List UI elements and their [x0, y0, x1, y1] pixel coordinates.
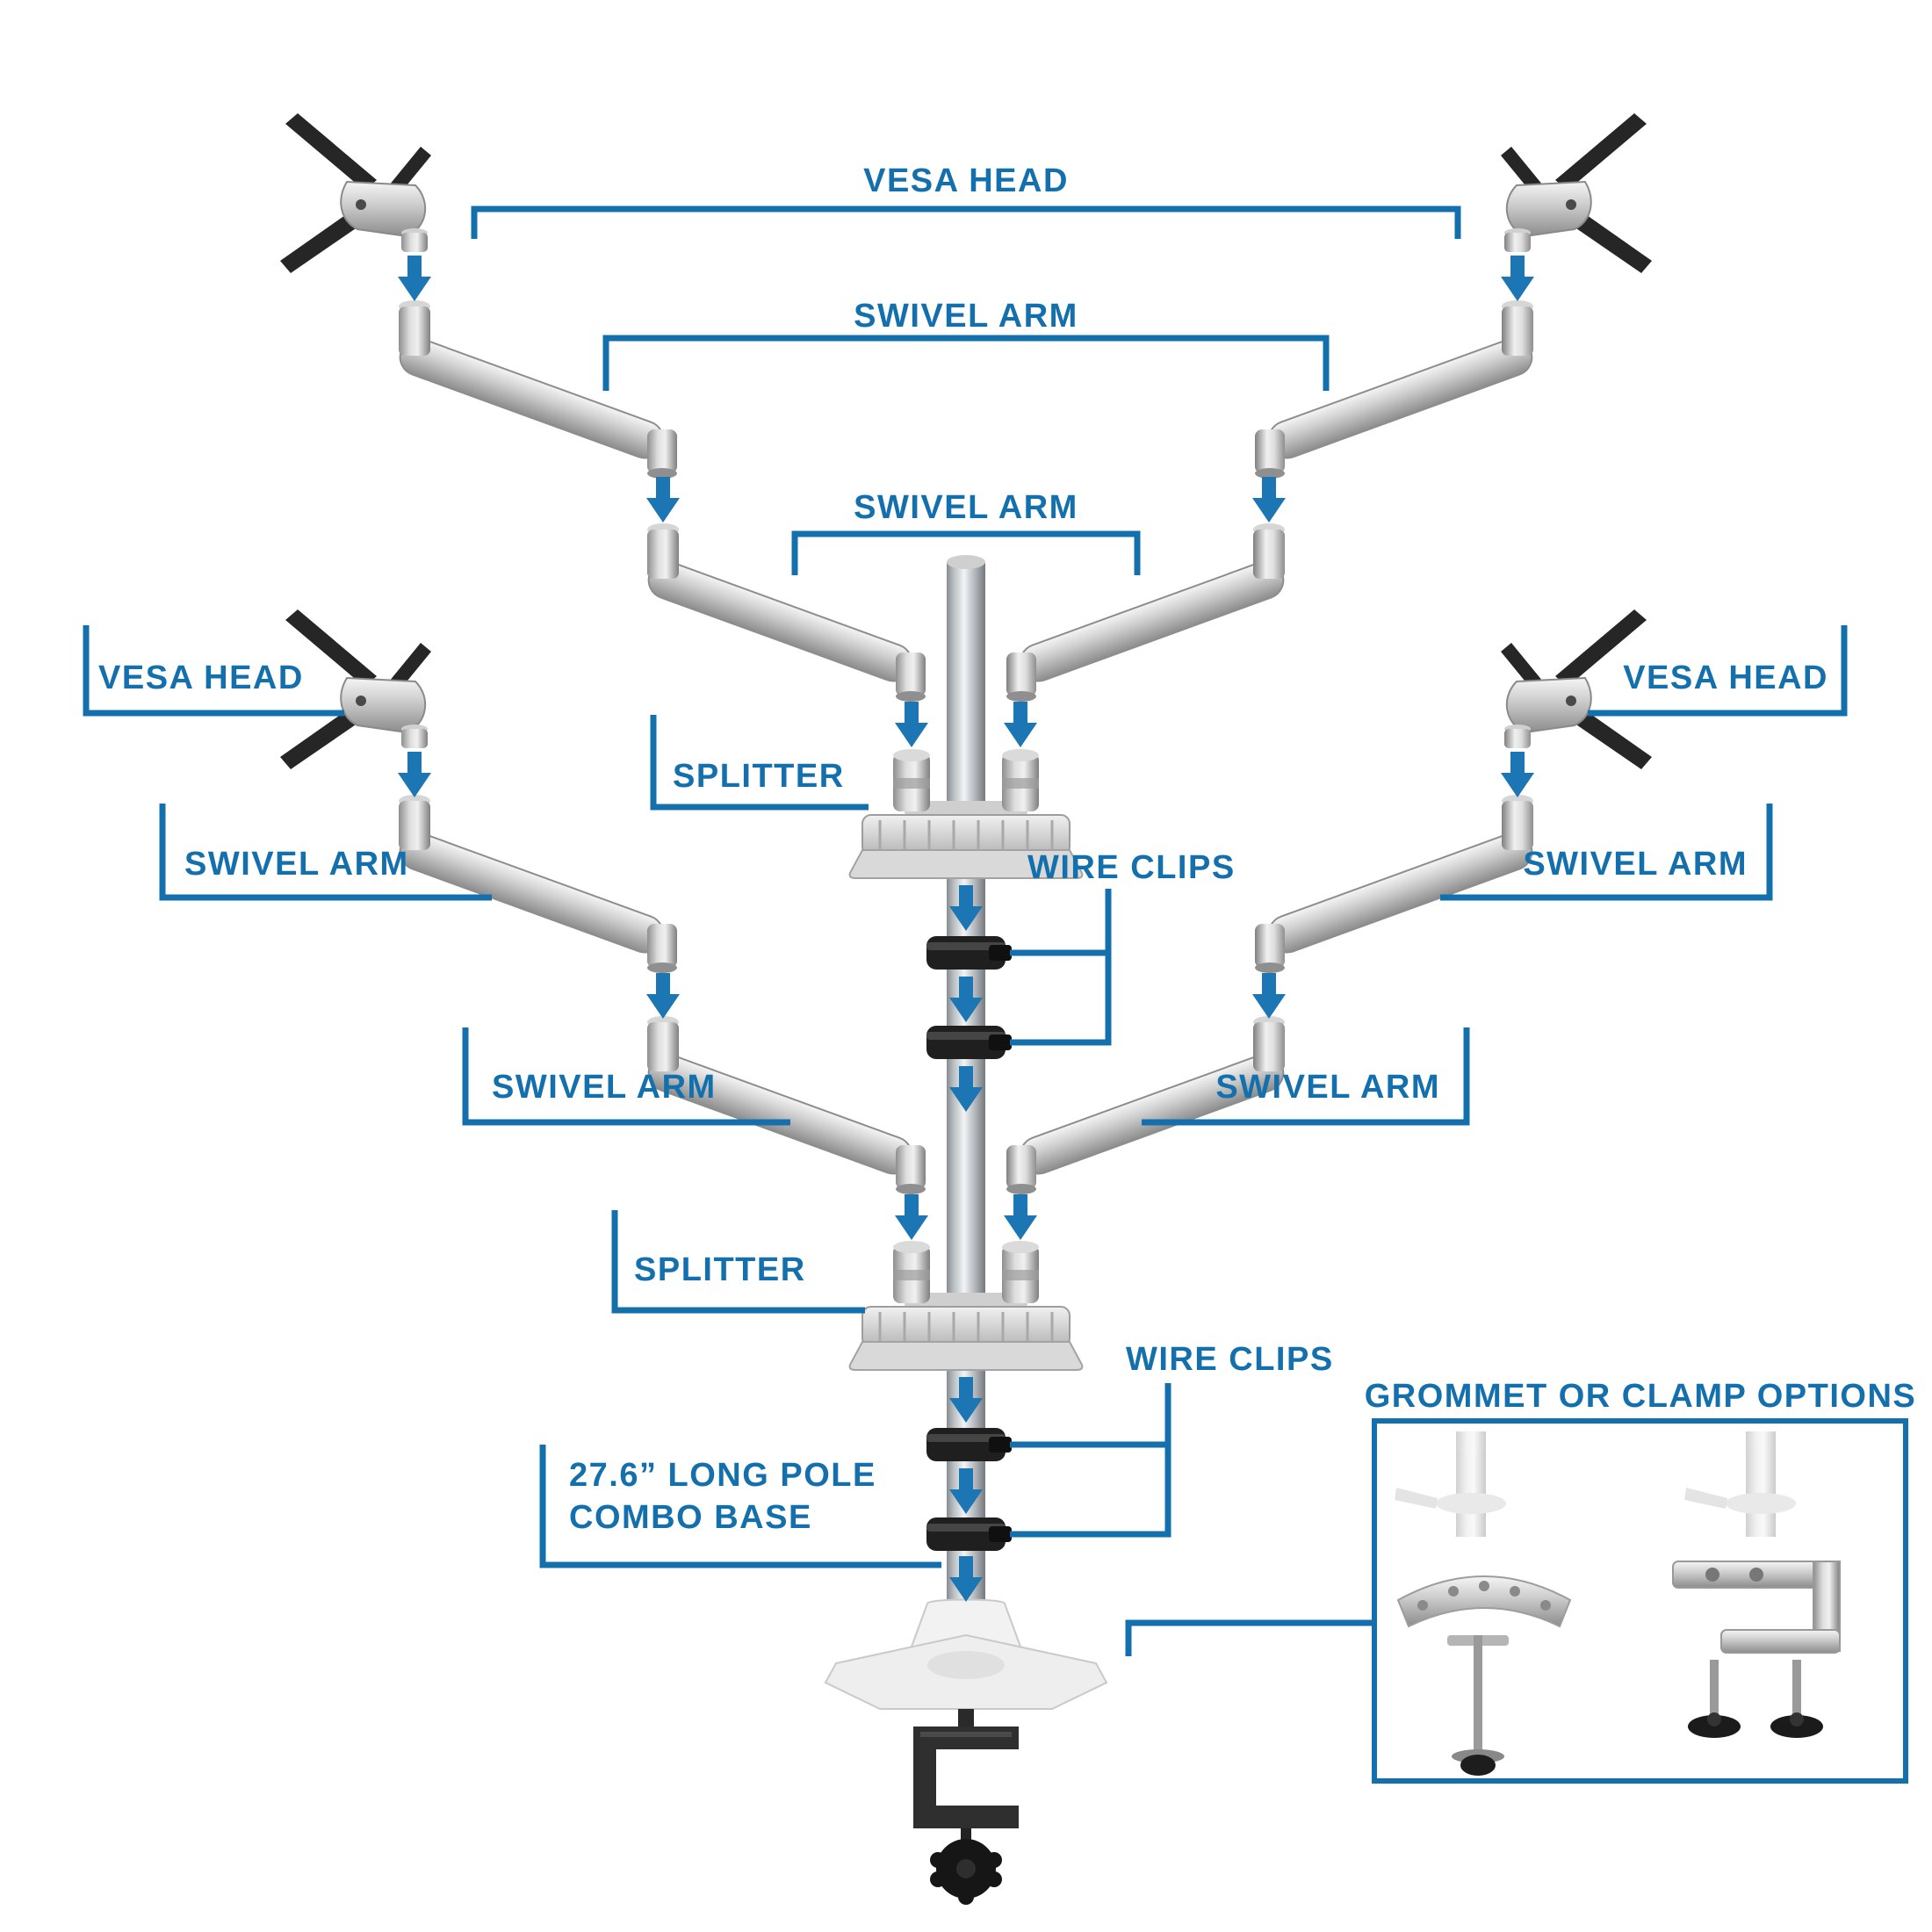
arrow-down-icon — [1252, 477, 1286, 523]
vesa-head-top-left — [279, 112, 432, 274]
label-wire-clips-upper: WIRE CLIPS — [1027, 849, 1236, 886]
leader-swivel-arm-inner — [791, 530, 1141, 575]
arrow-down-icon — [895, 702, 928, 747]
label-pole-base-line1: 27.6” LONG POLE — [569, 1457, 876, 1494]
swivel-arm-top-right-outer — [1255, 300, 1537, 479]
splitter-lower-receiver-right — [1002, 1241, 1039, 1303]
leader-swivel-arm-low-left — [462, 1027, 790, 1126]
arrow-down-icon — [646, 477, 680, 523]
label-swivel-arm-outer: SWIVEL ARM — [854, 298, 1078, 335]
label-wire-clips-lower: WIRE CLIPS — [1126, 1341, 1334, 1378]
label-swivel-arm-low-right: SWIVEL ARM — [1215, 1069, 1440, 1106]
arrow-down-icon — [398, 256, 431, 301]
swivel-arm-top-left-inner — [644, 523, 926, 702]
swivel-arm-top-left-outer — [395, 300, 677, 479]
label-pole-base-line2: COMBO BASE — [569, 1499, 812, 1536]
label-vesa-head-top: VESA HEAD — [863, 162, 1069, 199]
arrow-down-icon — [1004, 1194, 1037, 1240]
label-options-title: GROMMET OR CLAMP OPTIONS — [1365, 1378, 1917, 1415]
vesa-head-top-right — [1500, 112, 1653, 274]
leader-options-box — [1125, 1619, 1374, 1656]
label-swivel-arm-inner: SWIVEL ARM — [854, 489, 1078, 526]
arrow-down-icon — [1501, 256, 1534, 301]
splitter-upper-receiver-left — [893, 749, 930, 811]
leader-swivel-arm-mid-left — [159, 804, 492, 901]
leader-vesa-head-top — [471, 205, 1461, 239]
clamp-bracket-option — [1672, 1561, 1841, 1654]
label-swivel-arm-mid-left: SWIVEL ARM — [184, 846, 409, 883]
splitter-lower-receiver-left — [893, 1241, 930, 1303]
leader-vesa-head-left — [83, 625, 344, 717]
labels: VESA HEAD SWIVEL ARM SWIVEL ARM VESA HEA… — [98, 162, 1917, 1536]
swivel-arm-mid-right-outer — [1255, 795, 1537, 973]
grommet-option-faded — [1395, 1431, 1506, 1537]
arrow-down-icon — [398, 752, 431, 797]
swivel-arm-top-right-inner — [1006, 523, 1288, 702]
vesa-plate-option — [1396, 1575, 1572, 1628]
splitter-upper-receiver-right — [1002, 749, 1039, 811]
label-swivel-arm-mid-right: SWIVEL ARM — [1523, 846, 1748, 883]
wire-clip-4 — [926, 1517, 1012, 1551]
label-vesa-head-right: VESA HEAD — [1623, 660, 1828, 696]
label-vesa-head-left: VESA HEAD — [98, 660, 304, 696]
wire-clip-1 — [926, 936, 1012, 970]
arrow-down-icon — [895, 1194, 928, 1240]
splitter-lower — [848, 1291, 1084, 1372]
label-swivel-arm-low-left: SWIVEL ARM — [492, 1069, 717, 1106]
swivel-arm-mid-left-outer — [395, 795, 677, 973]
leader-lines — [83, 205, 1848, 1656]
combo-base — [824, 1598, 1108, 1710]
clamp-knobs-option — [1688, 1660, 1823, 1738]
clamp-option-faded — [1684, 1431, 1796, 1537]
leader-wire-clips-upper — [1010, 889, 1112, 1046]
clamp-knob — [930, 1839, 1002, 1905]
leader-swivel-arm-outer — [602, 335, 1330, 391]
label-splitter-lower: SPLITTER — [634, 1251, 806, 1288]
desk-clamp — [913, 1709, 1019, 1905]
arrow-down-icon — [1004, 702, 1037, 747]
wire-clip-3 — [926, 1428, 1012, 1461]
grommet-screw-option — [1447, 1635, 1509, 1776]
leader-splitter-lower — [611, 1210, 865, 1314]
leader-swivel-arm-mid-right — [1440, 804, 1773, 901]
leader-pole-base — [539, 1445, 941, 1568]
label-splitter-upper: SPLITTER — [673, 758, 845, 795]
leader-wire-clips-lower — [1010, 1383, 1171, 1538]
arrow-down-icon — [646, 973, 680, 1019]
wire-clip-2 — [926, 1026, 1012, 1059]
leader-swivel-arm-low-right — [1142, 1027, 1470, 1126]
leader-vesa-head-right — [1588, 625, 1848, 717]
arrow-down-icon — [1252, 973, 1286, 1019]
arrow-down-icon — [1501, 752, 1534, 797]
options-box — [1372, 1418, 1908, 1784]
leader-splitter-upper — [650, 715, 869, 811]
